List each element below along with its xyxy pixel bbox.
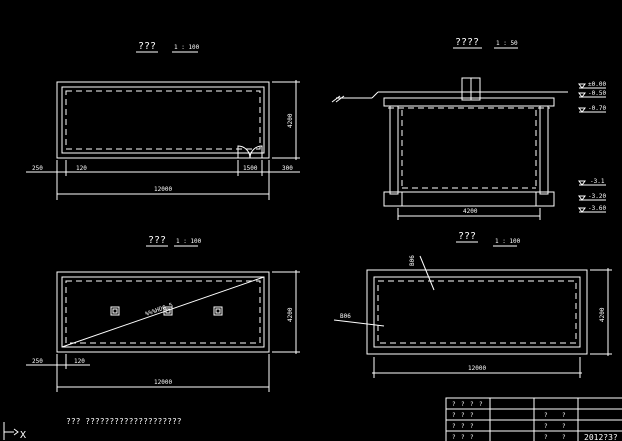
plan-right-label-b: B06: [340, 313, 351, 320]
svg-text:-3.60: -3.60: [588, 205, 606, 212]
svg-text:-3.20: -3.20: [588, 193, 606, 200]
plan-right-dim-height: 4200: [599, 307, 606, 322]
plan-top-dim-height: 4200: [287, 113, 294, 128]
svg-text:?: ?: [461, 412, 465, 419]
svg-text:?: ?: [562, 423, 566, 430]
plan-right-dim-overall: 12000: [468, 365, 486, 372]
svg-text:?: ?: [461, 434, 465, 441]
section-title: ????: [455, 37, 479, 48]
svg-text:?: ?: [461, 401, 465, 408]
svg-text:?: ?: [470, 423, 474, 430]
ucs-axis-icon: X: [3, 422, 26, 441]
plan-bottom-outer-wall: [56, 271, 270, 353]
plan-top-dim-overall: 12000: [154, 186, 172, 193]
plan-bottom-title: ???: [148, 235, 166, 246]
plan-bottom-dim-wall: 120: [74, 358, 85, 365]
svg-text:-3.1: -3.1: [590, 178, 605, 185]
plan-bottom-view: ??? 1 : 100 %%%HDG-5 4200 250 120 12000: [26, 235, 300, 392]
section-scale: 1 : 50: [496, 40, 518, 47]
plan-bottom-dim-left: 250: [32, 358, 43, 365]
plan-top-dim-right: 300: [282, 165, 293, 172]
plan-top-view: ??? 1 : 100 4200 250 120 1500 300 12000: [26, 41, 300, 200]
plan-bottom-scale: 1 : 100: [176, 238, 202, 245]
slope-line: [61, 276, 265, 348]
svg-text:?: ?: [470, 412, 474, 419]
door-swing-icon: [237, 145, 251, 159]
plan-right-title: ???: [458, 231, 476, 242]
svg-text:?: ?: [479, 401, 483, 408]
svg-text:?: ?: [461, 423, 465, 430]
section-dim-width: 4200: [463, 208, 478, 215]
drawing-number: 2012?3?: [584, 433, 618, 441]
level-markers-bottom: -3.1 -3.20 -3.60: [578, 178, 606, 213]
svg-text:?: ?: [562, 412, 566, 419]
plan-right-label-a: B06: [409, 255, 416, 266]
level-markers-top: ±0.00 -0.50 -0.70: [578, 81, 606, 113]
plan-top-scale: 1 : 100: [174, 44, 200, 51]
svg-text:?: ?: [544, 423, 548, 430]
svg-text:?: ?: [544, 434, 548, 441]
section-view: ???? 1 : 50 4200 ±0: [331, 37, 606, 220]
column-marker: [110, 306, 120, 316]
plan-right-view: ??? 1 : 100 B06 B06 4200 12000: [333, 231, 612, 378]
svg-text:-0.70: -0.70: [588, 105, 606, 112]
svg-text:?: ?: [562, 434, 566, 441]
plan-top-title: ???: [138, 41, 156, 52]
column-marker: [163, 306, 173, 316]
plan-right-outer-wall: [366, 269, 588, 355]
plan-top-outer-wall: [56, 81, 270, 159]
plan-top-dim-left: 250: [32, 165, 43, 172]
svg-text:?: ?: [452, 401, 456, 408]
title-block: ? ? ? ? ? ? ? ? ? ? ? ? ? ? ? ? ? ? ? 20…: [445, 397, 622, 441]
plan-top-dim-door: 1500: [243, 165, 258, 172]
plan-bottom-dim-overall: 12000: [154, 379, 172, 386]
svg-text:?: ?: [452, 412, 456, 419]
svg-text:?: ?: [470, 434, 474, 441]
plan-right-scale: 1 : 100: [495, 238, 521, 245]
plan-bottom-dim-height: 4200: [287, 307, 294, 322]
column-marker: [213, 306, 223, 316]
svg-text:-0.50: -0.50: [588, 90, 606, 97]
svg-text:±0.00: ±0.00: [588, 81, 606, 88]
svg-text:?: ?: [470, 401, 474, 408]
plan-top-dim-wall: 120: [76, 165, 87, 172]
svg-text:?: ?: [544, 412, 548, 419]
svg-text:?: ?: [452, 423, 456, 430]
svg-text:?: ?: [452, 434, 456, 441]
drawing-note: ??? ????????????????????: [66, 417, 182, 426]
ucs-x-label: X: [20, 430, 26, 441]
